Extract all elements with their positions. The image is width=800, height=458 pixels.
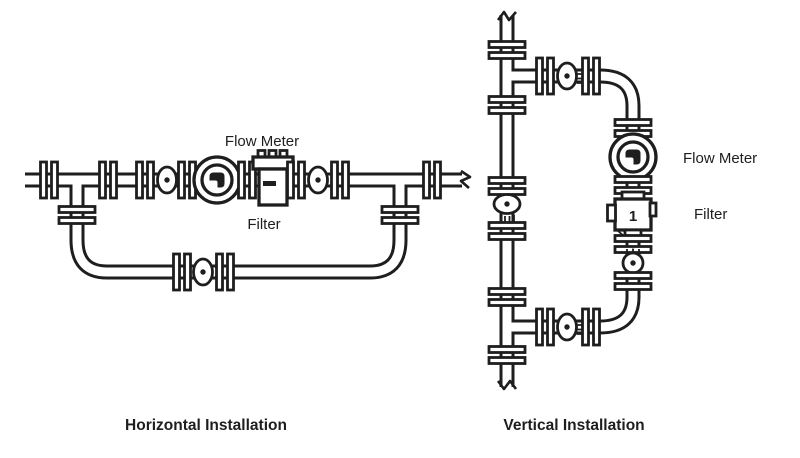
flow-meter-icon bbox=[192, 155, 242, 205]
filter-badge: 1 bbox=[629, 208, 637, 225]
valve-icon bbox=[556, 312, 578, 342]
flow-meter-label: Flow Meter bbox=[225, 133, 299, 150]
valve-icon bbox=[156, 165, 178, 195]
horizontal-installation-diagram: Flow Meter Filter Horizontal Installatio… bbox=[25, 133, 472, 434]
vertical-installation-caption: Vertical Installation bbox=[503, 417, 644, 434]
flow-meter-label: Flow Meter bbox=[683, 150, 757, 167]
filter-label: Filter bbox=[247, 216, 280, 233]
filter-icon: 1 bbox=[606, 190, 658, 240]
pipe-break-icon bbox=[496, 379, 518, 391]
valve-icon bbox=[492, 193, 522, 215]
valve-icon bbox=[307, 165, 329, 195]
vertical-installation-diagram: 1 Flow Meter Filter Vertical Installatio… bbox=[487, 10, 757, 434]
valve-icon bbox=[556, 61, 578, 91]
valve-icon bbox=[192, 257, 214, 287]
pipe-break-icon bbox=[459, 169, 472, 189]
valve-stem-hatch bbox=[499, 215, 515, 223]
filter-label: Filter bbox=[694, 206, 727, 223]
horizontal-installation-caption: Horizontal Installation bbox=[125, 417, 287, 434]
pipe-break-icon bbox=[496, 10, 517, 22]
flow-meter-icon bbox=[608, 132, 658, 182]
